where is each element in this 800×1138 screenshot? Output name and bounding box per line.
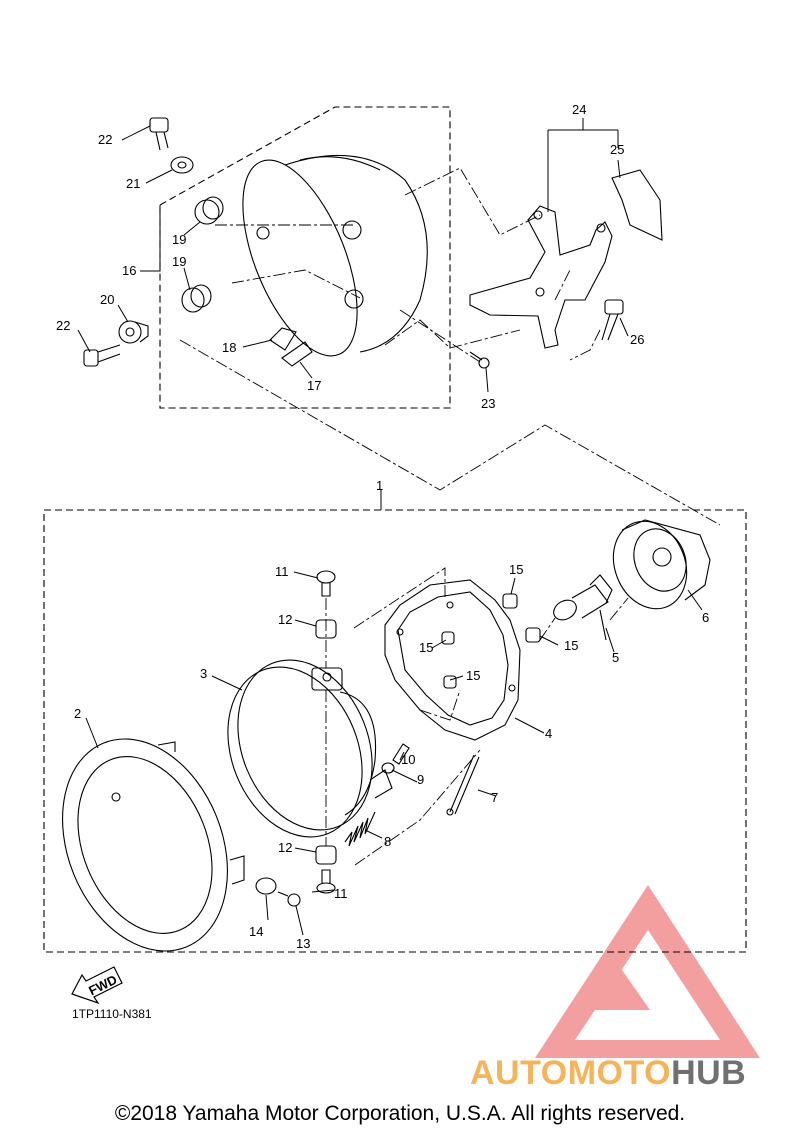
rim-2 [62,738,245,952]
part-label-12: 12 [278,840,292,855]
watermark-logo-icon [535,885,760,1058]
cover-6 [612,519,711,610]
part-label-17: 17 [307,378,321,393]
part-label-21: 21 [126,176,140,191]
part-label-15: 15 [509,562,523,577]
nut-15-c [441,631,455,645]
part-label-23: 23 [481,396,495,411]
part-label-6: 6 [702,610,709,625]
grommet-19-top [194,196,224,225]
screw-11-top [316,570,336,597]
part-label-12: 12 [278,612,292,627]
part-label-5: 5 [612,650,619,665]
part-label-24: 24 [572,102,586,117]
part-label-22: 22 [98,132,112,147]
screw-23 [469,351,490,369]
part-label-16: 16 [122,263,136,278]
bracket-24 [469,205,613,349]
headlight-unit-3 [227,659,393,838]
part-label-8: 8 [384,834,391,849]
holder-17 [281,341,313,367]
part-label-18: 18 [222,340,236,355]
housing-4 [384,579,521,741]
screw-13 [277,891,301,907]
part-label-4: 4 [545,726,552,741]
bolt-22-bottom [83,344,121,367]
part-label-22: 22 [56,318,70,333]
bolt-22-top [149,117,169,151]
part-label-15: 15 [564,638,578,653]
grommet-19-bottom [181,284,212,313]
nut-15-b [525,627,541,643]
part-label-19: 19 [172,254,186,269]
part-label-1: 1 [376,478,383,493]
plate-25 [611,169,663,241]
screw-7 [446,754,480,816]
watermark-text: AUTOMOTOHUB [470,1054,746,1093]
copyright-notice: ©2018 Yamaha Motor Corporation, U.S.A. A… [114,1102,686,1125]
spring-8 [344,811,376,847]
washer-9 [381,762,395,774]
part-label-15: 15 [419,640,433,655]
bulb-5 [553,574,613,641]
part-label-11: 11 [275,564,289,579]
fwd-arrow-icon [71,966,123,1005]
washer-21 [170,156,194,174]
watermark-text-part1: AUTOMOTO [470,1054,672,1092]
group-16-dashed-outline [159,106,451,409]
collar-20 [118,320,149,344]
part-label-10: 10 [401,752,415,767]
part-label-3: 3 [200,666,207,681]
nut-15-d [443,675,457,689]
bolt-26 [601,299,624,341]
part-label-7: 7 [491,790,498,805]
part-label-11: 11 [334,886,348,901]
damper-12-bottom [315,845,337,865]
part-label-13: 13 [296,936,310,951]
clip-18 [269,327,297,351]
part-label-9: 9 [417,772,424,787]
part-label-25: 25 [610,142,624,157]
drawing-code: 1TP1110-N381 [72,1007,152,1021]
screw-11-bottom [316,869,336,894]
fwd-label: FWD [86,972,119,998]
watermark-text-part2: HUB [671,1054,747,1092]
nut-15-a [502,593,518,609]
part-label-2: 2 [74,706,81,721]
part-label-20: 20 [100,292,114,307]
part-label-15: 15 [466,668,480,683]
part-label-14: 14 [249,924,263,939]
pin-10 [392,743,410,765]
part-label-19: 19 [172,232,186,247]
headlight-case [242,154,428,357]
grommet-14 [255,877,277,895]
part-label-26: 26 [630,332,644,347]
